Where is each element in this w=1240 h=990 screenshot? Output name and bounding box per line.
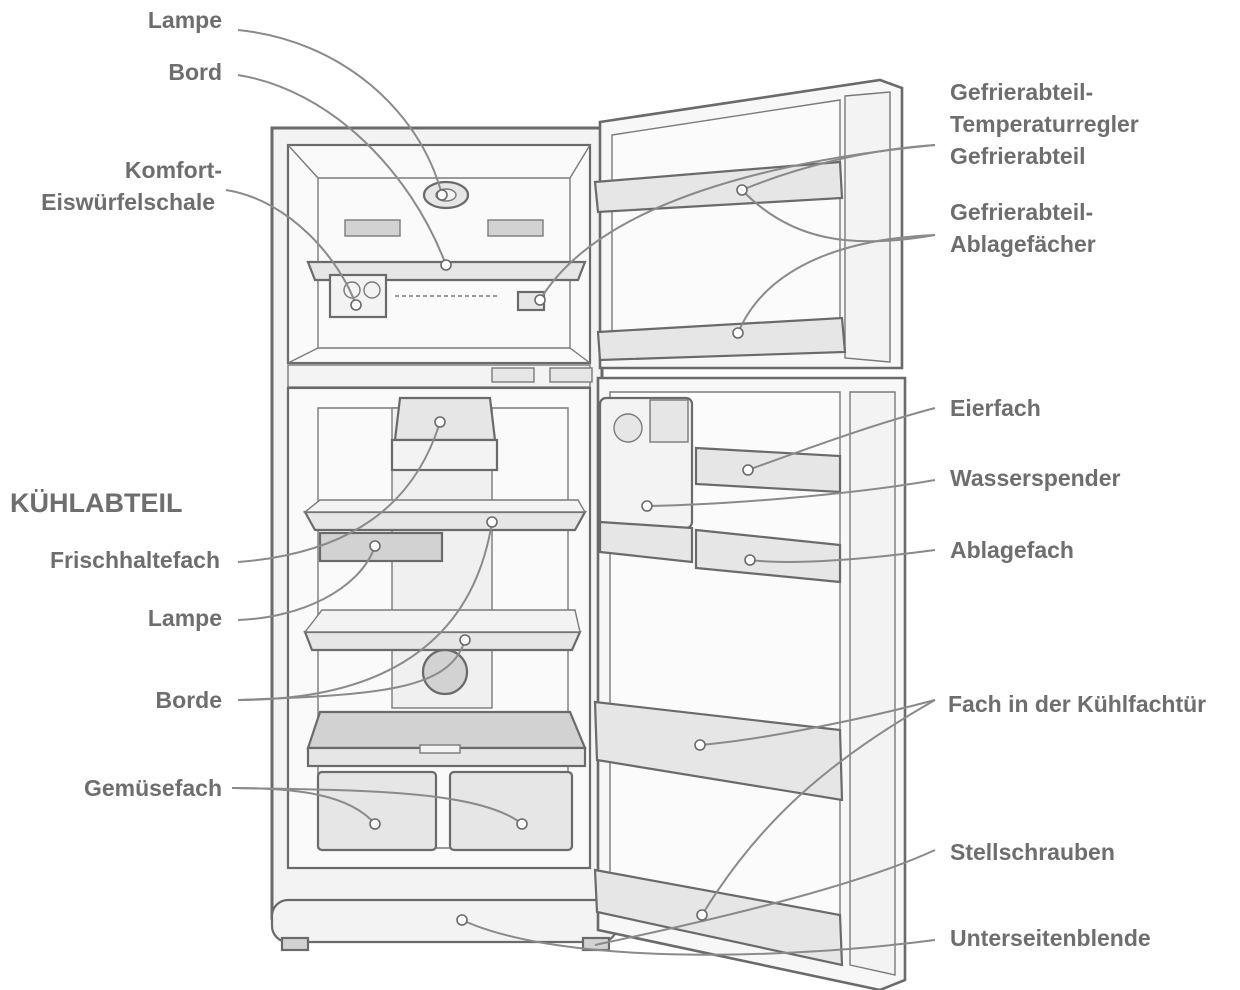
fridge-door (593, 376, 907, 990)
fridge-lamp (421, 648, 469, 696)
label-gefrier-ablage-line2: Ablagefächer (950, 231, 1096, 257)
label-borde: Borde (156, 687, 222, 713)
label-gefrier-temp-line3: Gefrierabteil (950, 143, 1086, 169)
label-komfort-line2: Eiswürfelschale (41, 189, 215, 215)
labels: Lampe Bord Komfort- Eiswürfelschale KÜHL… (10, 7, 1206, 951)
freezer-door-shelf-lower (596, 316, 847, 362)
vegetable-drawer-left (316, 770, 438, 852)
base-panel (270, 898, 619, 944)
crisper-drawer (318, 531, 444, 563)
vent-left (344, 219, 401, 237)
freezer-compartment (286, 143, 592, 365)
label-kuehlabteil: KÜHLABTEIL (10, 488, 182, 518)
label-unterseitenblende: Unterseitenblende (950, 925, 1151, 951)
label-ablagefach: Ablagefach (950, 537, 1074, 563)
label-lampe-top: Lampe (148, 7, 222, 33)
label-gefrier-temp-line2: Temperaturregler (950, 111, 1139, 137)
shelf-1 (303, 510, 587, 532)
fresh-box-top (393, 396, 497, 442)
callout-dots (350, 184, 756, 926)
label-frischhaltefach: Frischhaltefach (50, 547, 220, 573)
label-gefrier-ablage-line1: Gefrierabteil- (950, 199, 1093, 225)
label-fach-kuehlfachtuer: Fach in der Kühlfachtür (948, 691, 1206, 717)
vegetable-lid (306, 710, 587, 750)
leader-lines (225, 29, 936, 956)
fridge-door-bin (593, 700, 844, 802)
freezer-door-shelf-upper (593, 160, 844, 214)
label-bord: Bord (168, 59, 222, 85)
vegetable-drawer-right (448, 770, 574, 852)
fridge-body (270, 126, 619, 952)
label-gefrier-temp-line1: Gefrierabteil- (950, 79, 1093, 105)
vent-right (487, 219, 544, 237)
label-komfort-line1: Komfort- (125, 157, 222, 183)
label-stellschrauben: Stellschrauben (950, 839, 1115, 865)
label-eierfach: Eierfach (950, 395, 1041, 421)
shelf-2 (303, 630, 582, 652)
label-wasserspender: Wasserspender (950, 465, 1120, 491)
compartment-divider (287, 364, 591, 388)
label-lampe-mid: Lampe (148, 605, 222, 631)
foot-left (280, 936, 310, 952)
freezer-door (593, 78, 904, 370)
label-gemuesefach: Gemüsefach (84, 775, 222, 801)
door-shelf-mid (694, 528, 842, 584)
egg-tray (694, 446, 842, 494)
